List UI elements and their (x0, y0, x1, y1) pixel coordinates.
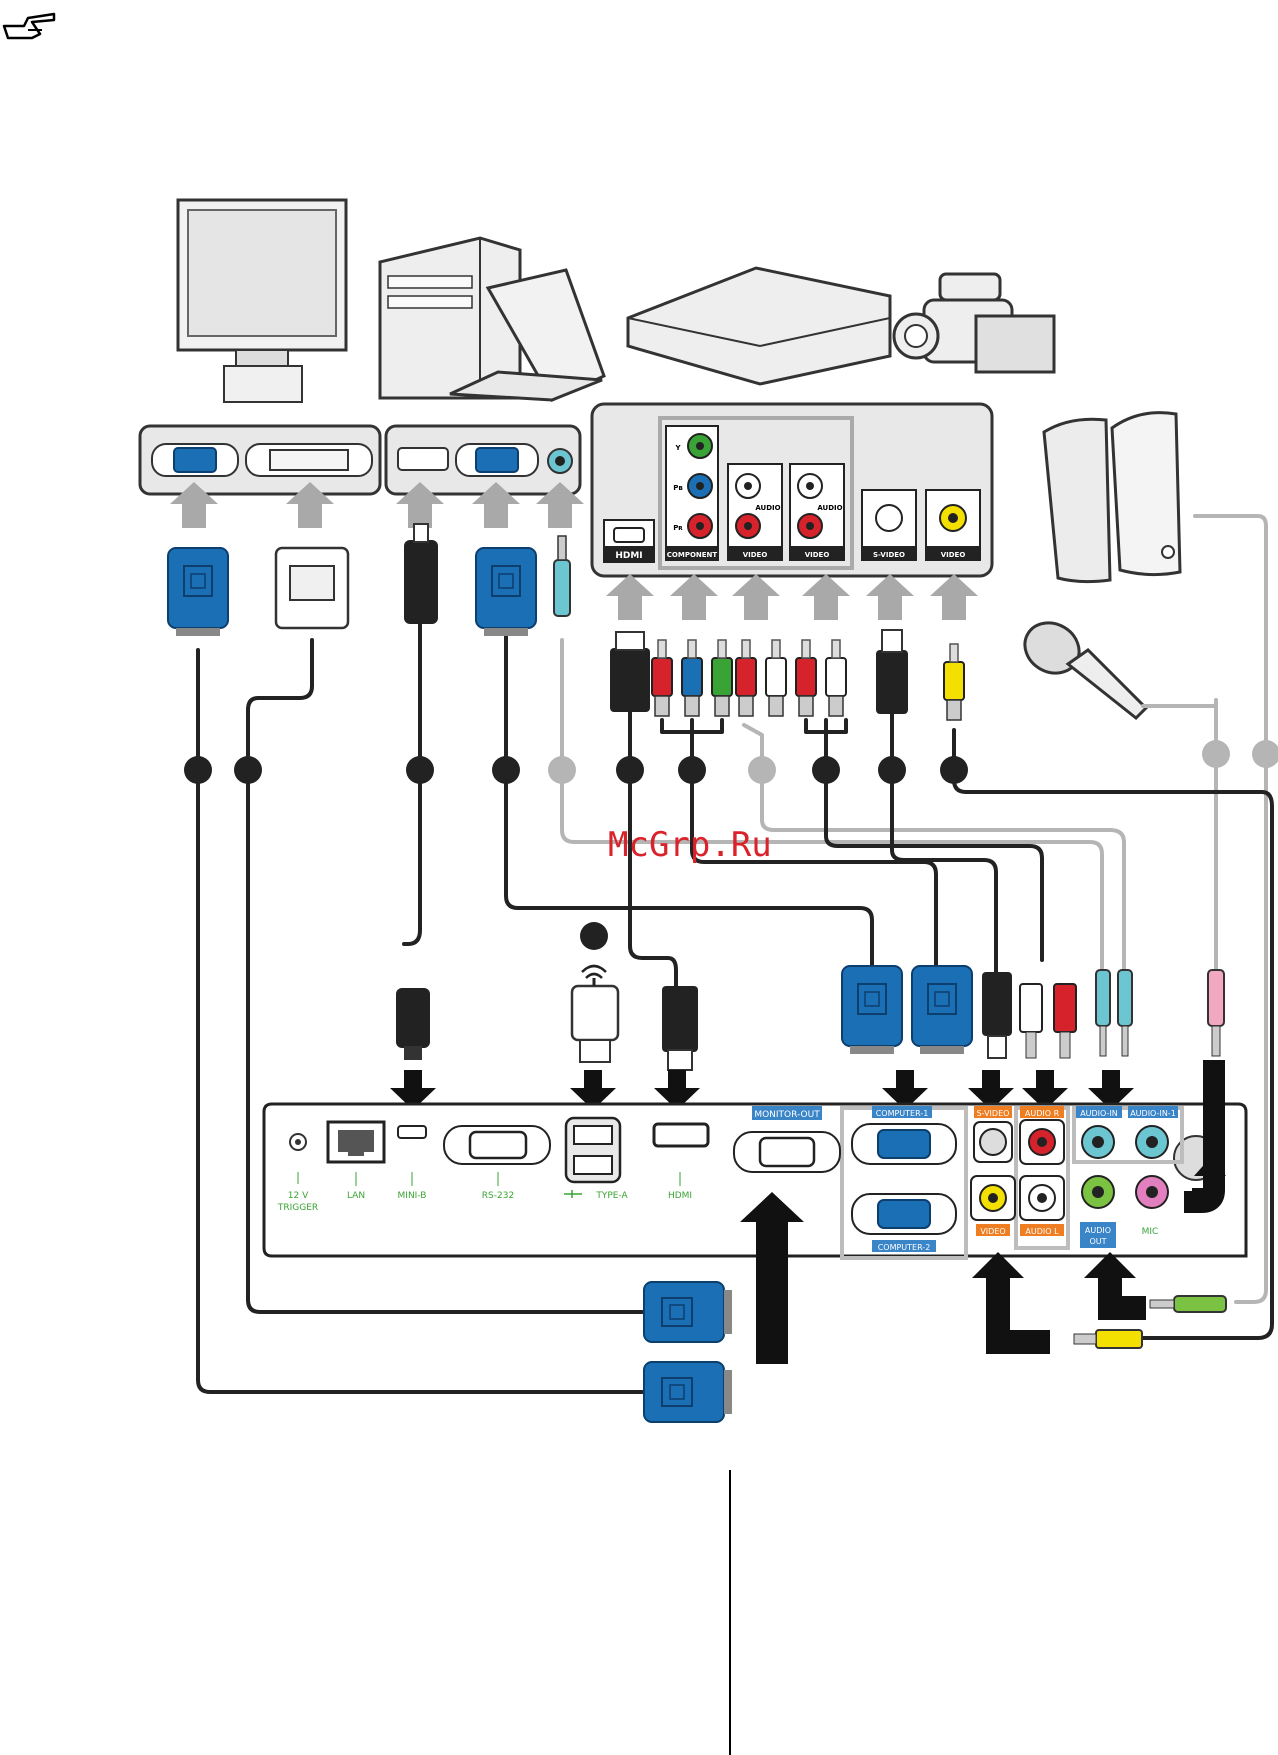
projector-rear-panel: 12 V TRIGGER LAN MINI-B RS-232 TYPE-A HD… (264, 1104, 1246, 1258)
microphone-icon (1016, 613, 1146, 718)
wireless-dongle-icon (572, 966, 618, 1062)
monitor-port-panel (140, 426, 380, 494)
computer-port-panel (386, 426, 580, 494)
video-port-label: VIDEO (980, 1227, 1005, 1236)
computer1-label: COMPUTER-1 (876, 1109, 929, 1118)
audio-in-1-label: AUDIO-IN-1 (1130, 1109, 1176, 1118)
hdmi-port-label: HDMI (668, 1191, 692, 1201)
mini-b-label: MINI-B (398, 1191, 427, 1201)
svideo-plug-bottom (982, 972, 1012, 1058)
hdmi-plug-top (610, 632, 650, 712)
trigger-label-1: 12 V (288, 1191, 309, 1201)
av-port-panel: HDMI Y Pʙ Pʀ COMPONENT AUDIO VIDEO AUDIO… (592, 404, 992, 576)
usb-mini-plug-bottom (396, 988, 430, 1060)
monitor-icon (178, 200, 346, 402)
computer2-label: COMPUTER-2 (878, 1243, 931, 1252)
plugs-bottom (396, 966, 1224, 1070)
svideo-plug-top (876, 630, 908, 714)
type-a-label: TYPE-A (595, 1191, 628, 1201)
speakers-icon (1044, 413, 1180, 582)
lan-label: LAN (347, 1191, 365, 1201)
mic-label: MIC (1142, 1227, 1159, 1237)
y-label: Y (674, 444, 681, 452)
vga-plugs-lower (644, 1282, 732, 1422)
pr-label: Pʀ (673, 524, 683, 532)
audio-mini-plug (554, 536, 570, 616)
pointing-hand-icon (4, 14, 54, 38)
audio-label-2: AUDIO (817, 504, 842, 512)
svideo-label-top: S-VIDEO (873, 551, 905, 559)
dvi-plug (276, 548, 348, 628)
watermark: McGrp.Ru (608, 825, 772, 865)
audio-mini-plugs-bottom (1096, 970, 1132, 1056)
audio-out-label-2: OUT (1089, 1237, 1106, 1246)
trigger-label-2: TRIGGER (277, 1203, 318, 1213)
component-label: COMPONENT (667, 551, 718, 559)
monitor-out-label: MONITOR-OUT (754, 1110, 820, 1120)
audio-in-label: AUDIO-IN (1080, 1109, 1118, 1118)
audio-l-label: AUDIO L (1025, 1227, 1059, 1236)
audio-r-label: AUDIO R (1025, 1109, 1060, 1118)
mic-plug-bottom (1208, 970, 1224, 1056)
usb-mini-plug (404, 524, 438, 624)
video-label-2: VIDEO (805, 551, 830, 559)
video-label-top: VIDEO (941, 551, 966, 559)
hdmi-plug-bottom (662, 986, 698, 1070)
video-label-1: VIDEO (743, 551, 768, 559)
rs232-label: RS-232 (482, 1191, 514, 1201)
pb-label: Pʙ (673, 484, 683, 492)
audio-out-label-1: AUDIO (1085, 1226, 1111, 1235)
svideo-port-label: S-VIDEO (977, 1109, 1010, 1118)
camcorder-icon (894, 274, 1054, 372)
av-hdmi-label: HDMI (615, 551, 642, 561)
audio-label-1: AUDIO (755, 504, 780, 512)
rca-pair-bottom (1020, 984, 1076, 1058)
bottom-right-plugs (1074, 1296, 1226, 1348)
